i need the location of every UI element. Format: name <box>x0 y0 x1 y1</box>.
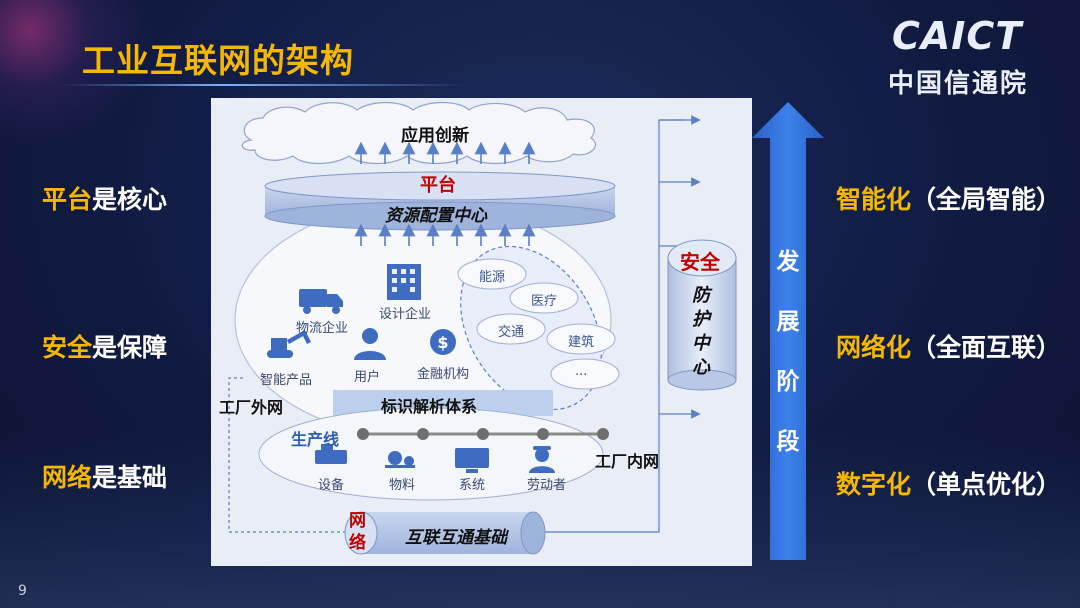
user-icon <box>354 328 386 360</box>
network-cylinder <box>344 511 546 555</box>
factory-oval <box>258 407 604 501</box>
factory-system: 系统 <box>459 478 486 493</box>
enterprise-design: 设计企业 <box>379 307 432 322</box>
stage-arrow-label: 发 展 阶 段 <box>770 232 806 472</box>
security-cylinder <box>667 239 737 391</box>
enterprise-smart-product: 智能产品 <box>260 373 313 388</box>
right-label-networked: 网络化（全面互联） <box>836 328 1061 364</box>
outer-net-line <box>228 377 345 533</box>
left-label-highlight: 平台 <box>42 185 93 214</box>
stage-char: 段 <box>776 429 800 455</box>
factory-equipment: 设备 <box>318 478 345 493</box>
logo-cn: 中国信通院 <box>888 69 1029 99</box>
right-label-digital: 数字化（单点优化） <box>836 465 1061 501</box>
enterprise-user: 用户 <box>354 370 381 385</box>
security-title: 安全 <box>680 250 720 274</box>
security-char: 护 <box>692 309 710 330</box>
security-subtitle: 防 护 中 心 <box>692 284 710 380</box>
logo-en: CAICT <box>892 14 1023 58</box>
network-char: 网 <box>349 511 366 531</box>
left-label-highlight: 安全 <box>42 333 93 362</box>
industry-medical-bubble <box>509 282 579 314</box>
slide-title: 工业互联网的架构 <box>82 41 354 80</box>
right-label-rest: （全局智能） <box>911 185 1062 214</box>
platform-title: 平台 <box>420 175 456 196</box>
finance-icon: $ <box>430 329 456 355</box>
left-label-rest: 是基础 <box>92 463 168 492</box>
left-label-rest: 是核心 <box>92 185 168 214</box>
right-label-rest: （单点优化） <box>911 470 1062 499</box>
material-icon <box>385 451 415 468</box>
truck-icon <box>299 289 343 314</box>
platform-arrows <box>354 223 536 246</box>
factory-worker: 劳动者 <box>527 478 567 493</box>
network-title: 网 络 <box>349 510 366 554</box>
right-label-rest: （全面互联） <box>911 333 1062 362</box>
industry-build-bubble <box>546 323 616 355</box>
architecture-panel: $ <box>211 98 752 566</box>
stage-char: 发 <box>776 249 800 275</box>
outer-net-label: 工厂外网 <box>219 398 284 417</box>
excavator-icon <box>267 330 311 358</box>
left-label-platform: 平台是核心 <box>42 180 167 216</box>
industry-energy: 能源 <box>479 270 506 285</box>
svg-text:$: $ <box>437 333 448 352</box>
right-label-highlight: 网络化 <box>836 333 912 362</box>
stage-arrow <box>752 102 824 560</box>
corner-decoration <box>0 0 150 150</box>
left-label-security: 安全是保障 <box>42 328 167 364</box>
cloud-arrows <box>354 141 536 164</box>
security-char: 防 <box>692 285 710 306</box>
worker-icon <box>529 446 555 473</box>
security-char: 中 <box>692 333 710 354</box>
left-label-network: 网络是基础 <box>42 458 167 494</box>
industry-traffic-bubble <box>476 313 546 345</box>
industry-energy-bubble <box>457 258 527 290</box>
identifier-label: 标识解析体系 <box>381 397 478 416</box>
left-label-highlight: 网络 <box>42 463 93 492</box>
right-label-highlight: 智能化 <box>836 185 912 214</box>
right-label-highlight: 数字化 <box>836 470 912 499</box>
title-underline <box>60 84 470 86</box>
page-number: 9 <box>18 583 27 599</box>
industry-construction: 建筑 <box>568 335 595 350</box>
enterprise-logistics: 物流企业 <box>296 321 349 336</box>
platform-disc <box>264 171 616 231</box>
security-char: 心 <box>692 357 710 378</box>
building-icon <box>387 264 421 300</box>
right-label-intelligent: 智能化（全局智能） <box>836 180 1061 216</box>
cloud-label: 应用创新 <box>401 126 469 146</box>
equipment-icon <box>315 444 347 464</box>
system-icon <box>455 448 489 473</box>
industry-more-bubble <box>550 358 620 390</box>
stage-char: 展 <box>776 309 800 335</box>
industry-medical: 医疗 <box>531 294 558 309</box>
factory-material: 物料 <box>389 478 416 493</box>
inner-net-label: 工厂内网 <box>595 452 660 471</box>
enterprise-finance: 金融机构 <box>417 367 470 382</box>
network-subtitle: 互联互通基础 <box>405 528 507 548</box>
industry-traffic: 交通 <box>498 325 525 340</box>
industry-more: ... <box>575 364 588 379</box>
production-line-label: 生产线 <box>291 430 340 449</box>
left-label-rest: 是保障 <box>92 333 168 362</box>
stage-char: 阶 <box>776 369 800 395</box>
platform-subtitle: 资源配置中心 <box>385 206 487 226</box>
diagram-graphics: $ <box>228 101 737 555</box>
network-char: 络 <box>349 533 366 553</box>
